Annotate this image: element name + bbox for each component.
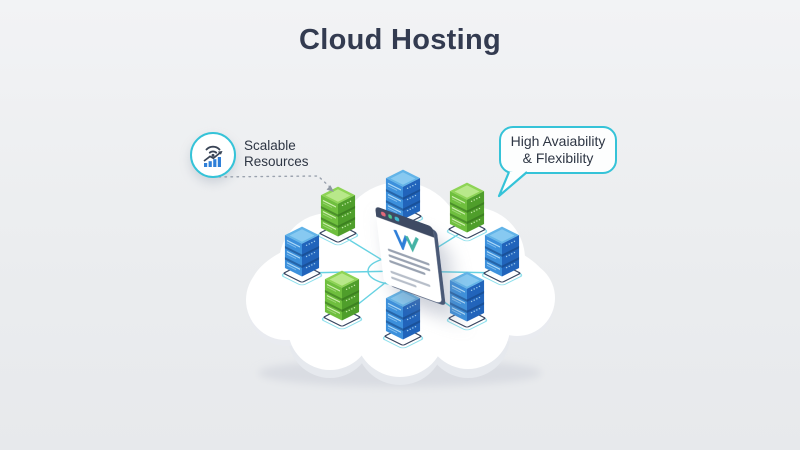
speech-bubble-tail [497, 171, 528, 198]
page-title: Cloud Hosting [298, 24, 502, 56]
window-dot [387, 213, 393, 220]
server-bottom-right [442, 269, 492, 332]
wifi-growth-chart-icon [203, 145, 223, 167]
server-bottom-left [317, 268, 367, 331]
window-dot [394, 216, 399, 222]
scalable-resources-badge [190, 132, 236, 178]
window-dot [380, 211, 386, 217]
scalable-resources-label: Scalable Resources [244, 138, 309, 169]
availability-speech-bubble: High Avaiability & Flexibility [499, 126, 617, 174]
